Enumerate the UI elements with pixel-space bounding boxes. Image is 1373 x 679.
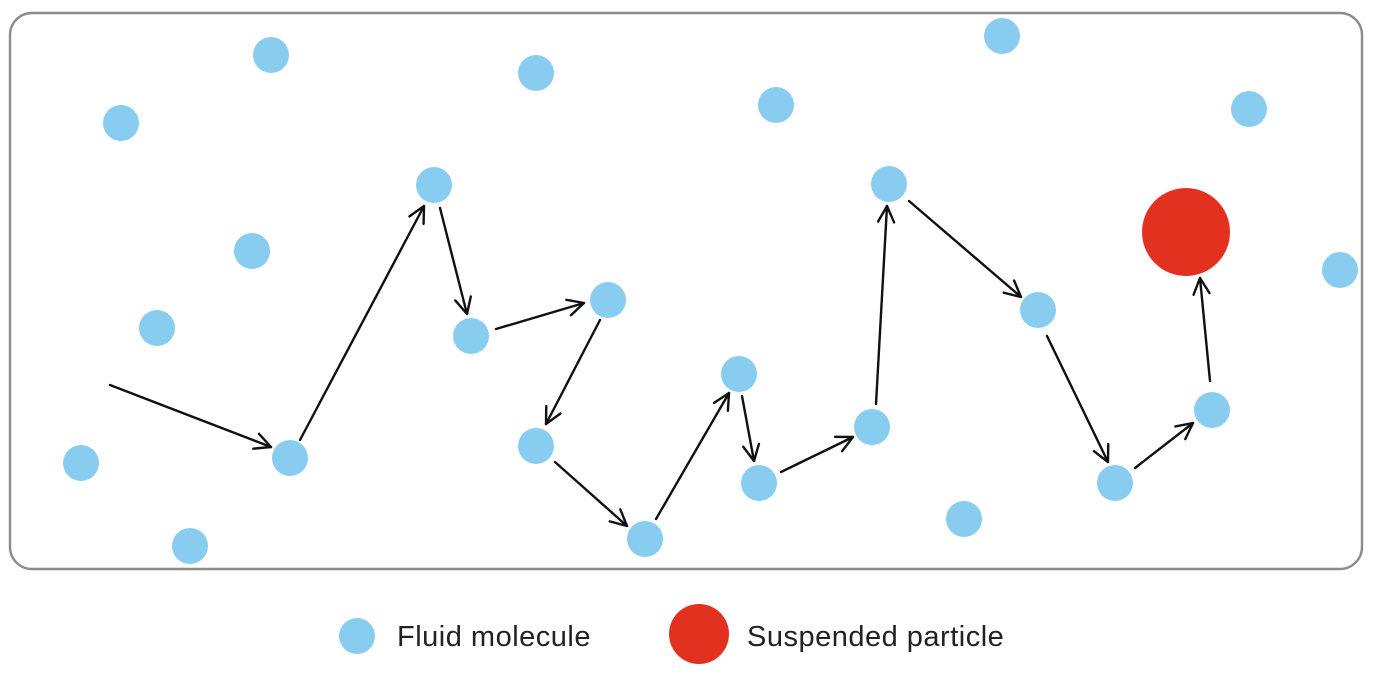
fluid-molecule: [854, 409, 890, 445]
legend: Fluid molecule Suspended particle: [339, 604, 1004, 664]
fluid-molecule: [518, 55, 554, 91]
fluid-molecule: [1322, 252, 1358, 288]
legend-suspended-particle-swatch: [669, 604, 729, 664]
fluid-molecule: [984, 18, 1020, 54]
fluid-molecule: [590, 282, 626, 318]
fluid-molecule: [518, 428, 554, 464]
legend-suspended-particle-label: Suspended particle: [747, 621, 1004, 653]
path-arrow: [874, 204, 896, 406]
fluid-container: [8, 11, 1364, 571]
path-arrow: [1045, 334, 1110, 464]
fluid-molecule: [627, 521, 663, 557]
fluid-molecule: [172, 528, 208, 564]
path-arrow: [544, 318, 602, 426]
fluid-molecule: [1231, 91, 1267, 127]
path-arrow: [740, 394, 761, 463]
path-arrow: [1133, 421, 1195, 470]
fluid-molecule: [416, 167, 452, 203]
path-arrow: [1192, 276, 1212, 383]
fluid-molecule: [139, 310, 175, 346]
fluid-molecule: [1020, 292, 1056, 328]
particle-path: [108, 199, 1212, 528]
fluid-molecule: [234, 233, 270, 269]
fluid-molecule: [1097, 465, 1133, 501]
legend-fluid-molecule-swatch: [339, 618, 375, 654]
fluid-molecule: [758, 87, 794, 123]
fluid-molecule: [103, 105, 139, 141]
path-arrow: [907, 199, 1023, 299]
fluid-molecule: [721, 356, 757, 392]
fluid-molecule: [453, 318, 489, 354]
fluid-molecules: [63, 18, 1358, 564]
path-arrow: [438, 206, 473, 316]
fluid-molecule: [253, 37, 289, 73]
path-arrow: [654, 391, 731, 521]
path-arrow: [108, 383, 273, 450]
suspended-particle: [1142, 188, 1230, 276]
fluid-molecule: [871, 166, 907, 202]
legend-fluid-molecule-label: Fluid molecule: [397, 621, 591, 653]
path-arrow: [553, 460, 629, 528]
path-arrow: [494, 298, 586, 331]
fluid-molecule: [741, 465, 777, 501]
path-arrow: [779, 435, 855, 474]
fluid-molecule: [272, 440, 308, 476]
fluid-molecule: [946, 501, 982, 537]
fluid-molecule: [1194, 392, 1230, 428]
fluid-molecule: [63, 445, 99, 481]
path-arrow: [298, 204, 426, 442]
